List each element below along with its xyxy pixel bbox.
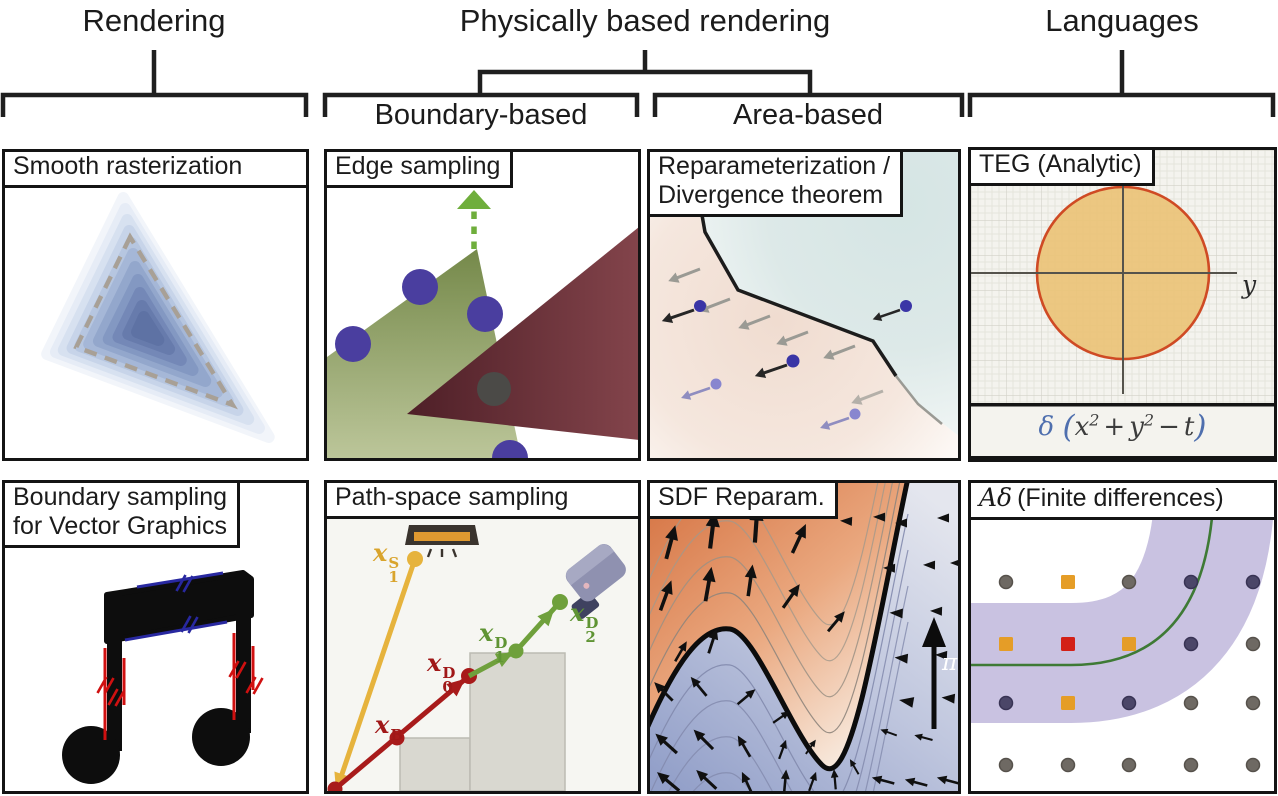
edge-sample-arrow-icon xyxy=(457,190,491,249)
tree-brackets xyxy=(0,50,1276,117)
panel-vector-graphics: Boundary sampling for Vector Graphics xyxy=(2,480,309,794)
sample-grid xyxy=(998,574,1261,773)
camera-icon xyxy=(565,544,626,619)
path-space-graphic xyxy=(327,483,638,791)
panel-title-smooth: Smooth rasterization xyxy=(2,149,309,188)
ceiling-light-icon xyxy=(405,525,479,558)
panel-title-vector: Boundary sampling for Vector Graphics xyxy=(2,480,241,548)
panel-title-reparam: Reparameterization / Divergence theorem xyxy=(647,149,904,217)
sample-dots xyxy=(694,300,912,368)
subgroup-area-based: Area-based xyxy=(733,99,883,131)
teg-formula: δ (x2+y2−t) xyxy=(1038,409,1207,445)
panel-adelta: Aδ(Finite differences) xyxy=(968,480,1277,794)
group-title-languages: Languages xyxy=(1045,3,1199,38)
boundary-curve xyxy=(971,483,1216,667)
panel-title-pathspace: Path-space sampling xyxy=(324,480,641,519)
panel-smooth-rasterization: Smooth rasterization xyxy=(2,149,309,461)
eighth-notes-glyph xyxy=(62,570,254,784)
subgroup-boundary-based: Boundary-based xyxy=(374,99,588,131)
scene-boxes xyxy=(399,652,566,791)
panel-sdf-reparam: π SDF Reparam. xyxy=(647,480,961,794)
group-title-rendering: Rendering xyxy=(82,3,226,38)
beam-sample-ticks xyxy=(175,574,199,634)
teg-graphic xyxy=(971,150,1274,456)
interior-region xyxy=(650,152,958,458)
detector-subpath xyxy=(467,594,568,679)
pi-direction-arrow xyxy=(922,617,946,729)
smooth-rasterization-graphic xyxy=(41,192,275,443)
panel-title-sdf: SDF Reparam. xyxy=(647,480,838,519)
interior-sample-dot xyxy=(477,372,511,406)
vector-graphics-graphic xyxy=(62,570,264,784)
panel-reparameterization: Reparameterization / Divergence theorem xyxy=(647,149,961,461)
axes xyxy=(971,150,1237,394)
sdf-graphic xyxy=(650,483,958,791)
boundary-sample-dots xyxy=(335,269,528,458)
group-title-pbr: Physically based rendering xyxy=(459,3,831,38)
formula-strip xyxy=(971,406,1274,456)
beam-boundary-blue xyxy=(124,571,228,642)
panel-edge-sampling: Edge sampling xyxy=(324,149,641,461)
pi-label: π xyxy=(942,650,958,676)
exterior-region xyxy=(690,152,958,436)
edge-sampling-graphic xyxy=(327,190,638,458)
dashed-triangle-outline xyxy=(73,232,238,410)
maroon-triangle xyxy=(407,227,638,440)
panel-teg: y δ (x2+y2−t) TEG (Analytic) xyxy=(968,147,1277,462)
axis-label-y: y xyxy=(1242,270,1257,299)
adelta-text-part: (Finite differences) xyxy=(1017,484,1224,512)
panel-title-edge: Edge sampling xyxy=(324,149,514,188)
adelta-graphic xyxy=(971,483,1274,773)
panel-title-teg: TEG (Analytic) xyxy=(968,147,1155,186)
stem-sample-ticks xyxy=(96,660,264,707)
adelta-math-part: Aδ xyxy=(979,483,1013,512)
sdf-positive-region xyxy=(650,483,907,769)
panel-title-adelta: Aδ(Finite differences) xyxy=(968,480,1277,520)
